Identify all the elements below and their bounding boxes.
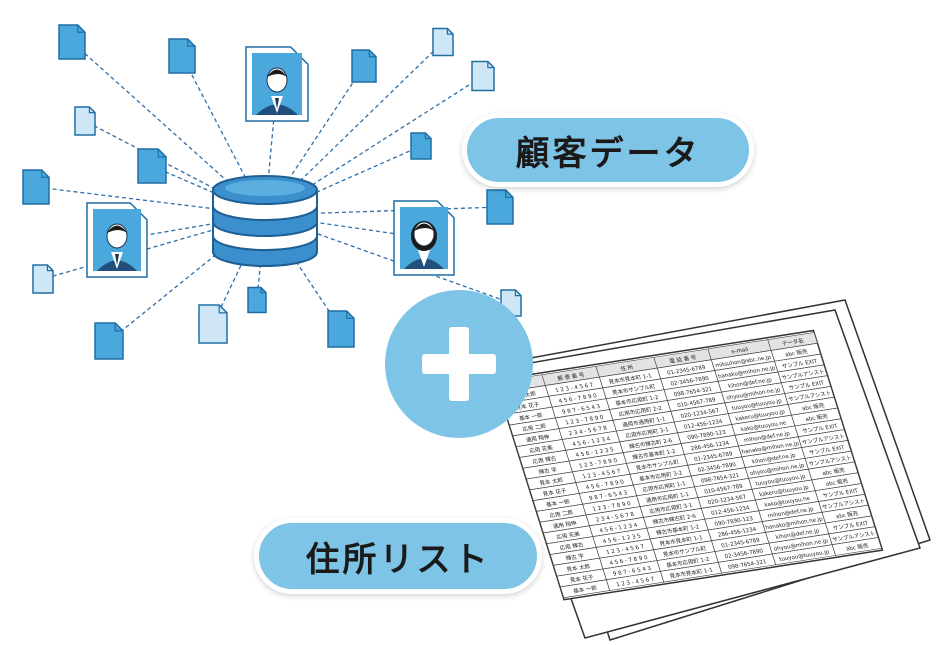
- table-cell: 1 2 3 - 4 5 6 7: [582, 469, 622, 481]
- table-cell: 2 3 4 - 5 6 7 8: [568, 426, 608, 438]
- table-cell: 1 2 3 - 4 5 6 7: [555, 382, 595, 394]
- table-cell: 010-4567-789: [677, 397, 717, 409]
- table-cell: 9 8 7 - 6 5 4 3: [589, 490, 629, 502]
- document-icon: [137, 148, 167, 184]
- table-cell: 9 8 7 - 6 5 4 3: [561, 404, 601, 416]
- table-cell: 通用 翔伸: [552, 519, 578, 530]
- table-cell: 4 5 6 - 1 2 3 5: [575, 447, 615, 459]
- table-cell: 4 5 6 - 1 2 3 4: [599, 523, 639, 535]
- table-cell: 098-7654-321: [727, 559, 767, 571]
- table-header-cell: データ名: [781, 336, 805, 347]
- table-cell: 286-456-1234: [717, 527, 757, 539]
- table-cell: 4 5 6 - 1 2 3 5: [602, 533, 642, 545]
- table-cell: 010-4567-789: [704, 484, 744, 496]
- table-cell: 098-7654-321: [673, 387, 713, 399]
- table-cell: 01-2345-6789: [694, 451, 734, 463]
- table-cell: abc 販売: [804, 412, 829, 423]
- table-cell: abc 販売: [845, 541, 870, 552]
- table-cell: 輝古 学: [538, 465, 559, 476]
- table-cell: 通用 翔伸: [525, 433, 551, 444]
- document-icon: [486, 189, 514, 225]
- table-cell: 4 5 6 - 7 8 9 0: [558, 393, 598, 405]
- table-cell: 4 5 6 - 7 8 9 0: [585, 479, 625, 491]
- table-cell: 01-2345-6789: [666, 365, 706, 377]
- document-icon: [58, 24, 86, 60]
- table-cell: 基本 一郎: [518, 411, 544, 422]
- document-icon: [432, 27, 454, 57]
- document-icon: [410, 132, 432, 160]
- table-cell: 輝古 学: [565, 552, 586, 563]
- table-cell: 1 2 3 - 7 8 9 0: [578, 458, 618, 470]
- table-header-cell: 住 所: [619, 363, 634, 373]
- table-cell: 1 2 3 - 7 8 9 0: [565, 415, 605, 427]
- table-cell: 090-7890-123: [687, 430, 727, 442]
- table-header-cell: 電 話 番 号: [668, 353, 698, 365]
- table-cell: 見本 花子: [542, 486, 568, 497]
- table-cell: 見本 花子: [515, 400, 541, 411]
- table-cell: 01-2345-6789: [721, 538, 761, 550]
- document-icon: [351, 49, 377, 83]
- customer-data-label: 顧客データ: [462, 113, 754, 187]
- table-cell: 012-456-1234: [683, 419, 723, 431]
- table-cell: 020-1234-567: [680, 408, 720, 420]
- table-cell: 応用 花美: [528, 443, 554, 454]
- document-icon: [94, 322, 124, 360]
- table-header-cell: 郵 便 番 号: [556, 370, 586, 382]
- table-cell: 02-3456-7890: [724, 548, 764, 560]
- table-cell: 見本 花子: [569, 573, 595, 584]
- table-cell: 020-1234-567: [707, 494, 747, 506]
- table-cell: 応用 輝古: [532, 454, 558, 465]
- table-cell: 1 2 3 - 4 5 6 7: [606, 544, 646, 556]
- table-cell: 応用 輝古: [559, 540, 585, 551]
- table-cell: 見本 太郎: [565, 562, 591, 573]
- person-document-icon: [245, 46, 309, 122]
- document-icon: [198, 304, 228, 344]
- document-icon: [247, 286, 267, 314]
- connection-lines: [35, 41, 512, 342]
- table-cell: 1 2 3 - 4 5 6 7: [616, 577, 656, 589]
- document-icon: [471, 60, 495, 92]
- table-cell: 見本 太郎: [538, 476, 564, 487]
- table-cell: abc 販売: [801, 401, 826, 412]
- table-cell: 1 2 3 - 7 8 9 0: [592, 501, 632, 513]
- table-header-cell: e-mail: [731, 347, 750, 355]
- address-list-label: 住所リスト: [254, 518, 542, 594]
- plus-icon: [385, 290, 533, 438]
- document-icons: [22, 24, 522, 360]
- person-document-icon: [393, 200, 455, 276]
- address-table-sheet: 氏 名郵 便 番 号住 所電 話 番 号e-mailデータ名見本 太郎1 2 3…: [494, 329, 884, 601]
- table-cell: 応用 二郎: [548, 508, 574, 519]
- document-icon: [327, 310, 355, 348]
- table-cell: 応用 二郎: [521, 422, 547, 433]
- table-cell: 4 5 6 - 1 2 3 4: [572, 436, 612, 448]
- table-cell: 098-7654-321: [700, 473, 740, 485]
- person-document-icon: [86, 202, 148, 278]
- table-cell: 基本 一郎: [545, 497, 571, 508]
- table-cell: abc 販売: [835, 509, 860, 520]
- table-cell: 9 8 7 - 6 5 4 3: [612, 566, 652, 578]
- table-cell: 02-3456-7890: [670, 376, 710, 388]
- table-cell: 4 5 6 - 7 8 9 0: [609, 555, 649, 567]
- database-icon: [212, 175, 318, 267]
- table-cell: 02-3456-7890: [697, 462, 737, 474]
- document-icon: [32, 264, 54, 294]
- table-cell: 2 3 4 - 5 6 7 8: [595, 512, 635, 524]
- table-cell: abc 販売: [784, 347, 809, 358]
- table-cell: abc 販売: [821, 466, 846, 477]
- document-icon: [168, 38, 196, 74]
- table-cell: abc 販売: [825, 477, 850, 488]
- table-cell: 090-7890-123: [714, 516, 754, 528]
- document-icon: [22, 169, 50, 205]
- table-cell: 012-456-1234: [711, 505, 751, 517]
- table-cell: 286-456-1234: [690, 440, 730, 452]
- table-cell: 応用 花美: [555, 530, 581, 541]
- table-cell: 基本 一郎: [572, 584, 598, 595]
- document-icon: [74, 106, 96, 136]
